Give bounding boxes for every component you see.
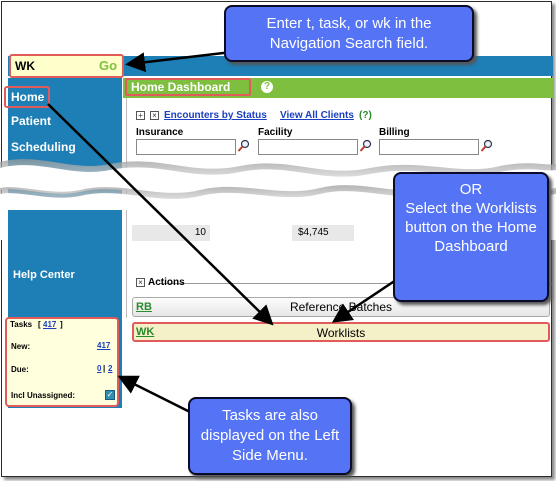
home-highlight — [4, 86, 50, 108]
tasks-due-separator: | — [103, 364, 106, 373]
close-icon[interactable]: × — [150, 111, 159, 120]
tasks-due-link-1[interactable]: 0 — [97, 364, 102, 373]
actions-label: Actions — [148, 277, 185, 288]
dashboard-header-bar — [123, 78, 553, 98]
incl-unassigned-checkbox[interactable]: ✓ — [105, 390, 115, 400]
tasks-count-link[interactable]: 417 — [43, 320, 57, 329]
sidebar-item-home[interactable]: Home — [11, 90, 45, 104]
callout-or-text: OR — [459, 181, 483, 198]
callout-navigation-search: Enter t, task, or wk in the Navigation S… — [224, 5, 474, 62]
encounters-by-status-link[interactable]: Encounters by Status — [164, 110, 267, 121]
sidebar-item-patient[interactable]: Patient — [11, 114, 52, 128]
facility-input[interactable] — [258, 139, 358, 155]
navigation-search-input[interactable] — [15, 58, 99, 74]
check-icon: ✓ — [106, 390, 114, 399]
insurance-label: Insurance — [136, 127, 184, 138]
sidebar-item-help-center[interactable]: Help Center — [13, 269, 75, 281]
navigation-search: Go — [9, 54, 124, 78]
billing-label: Billing — [379, 127, 410, 138]
close-icon[interactable]: × — [136, 278, 145, 287]
tasks-panel: Tasks [ 417 ] New: 417 Due: 0 | 2 Incl U… — [5, 317, 119, 407]
worklists-button[interactable]: Worklists — [132, 322, 550, 342]
insurance-input[interactable] — [136, 139, 236, 155]
search-icon[interactable] — [480, 139, 494, 153]
worklists-label: Worklists — [316, 326, 366, 340]
view-all-clients-link[interactable]: View All Clients — [280, 110, 354, 121]
actions-divider — [160, 283, 553, 284]
tasks-new-link[interactable]: 417 — [97, 341, 111, 350]
reference-batches-code-link[interactable]: RB — [136, 301, 152, 313]
sidebar-item-scheduling[interactable]: Scheduling — [11, 140, 76, 154]
tasks-due-label: Due: — [11, 365, 29, 374]
callout-tasks: Tasks are also displayed on the Left Sid… — [188, 397, 352, 475]
expand-icon[interactable]: + — [136, 111, 145, 120]
tasks-new-label: New: — [11, 342, 31, 351]
value-count-visible: 10 — [132, 225, 210, 241]
search-icon[interactable] — [237, 139, 251, 153]
facility-label: Facility — [258, 127, 293, 138]
go-button[interactable]: Go — [99, 58, 118, 73]
tasks-title: Tasks — [10, 320, 33, 329]
value-amount-visible: $4,745 — [292, 225, 354, 241]
search-icon[interactable] — [359, 139, 373, 153]
worklists-code-link[interactable]: WK — [136, 326, 155, 338]
dashboard-title: Home Dashboard — [125, 78, 251, 96]
tasks-incl-unassigned-label: Incl Unassigned: — [11, 391, 76, 400]
billing-input[interactable] — [379, 139, 479, 155]
view-all-help-icon[interactable]: (?) — [359, 110, 372, 121]
tasks-due-link-2[interactable]: 2 — [108, 364, 113, 373]
help-icon[interactable]: ? — [260, 80, 274, 94]
callout-worklists: OR Select the Worklists button on the Ho… — [393, 172, 549, 302]
callout-worklists-text: Select the Worklists button on the Home … — [405, 200, 537, 255]
